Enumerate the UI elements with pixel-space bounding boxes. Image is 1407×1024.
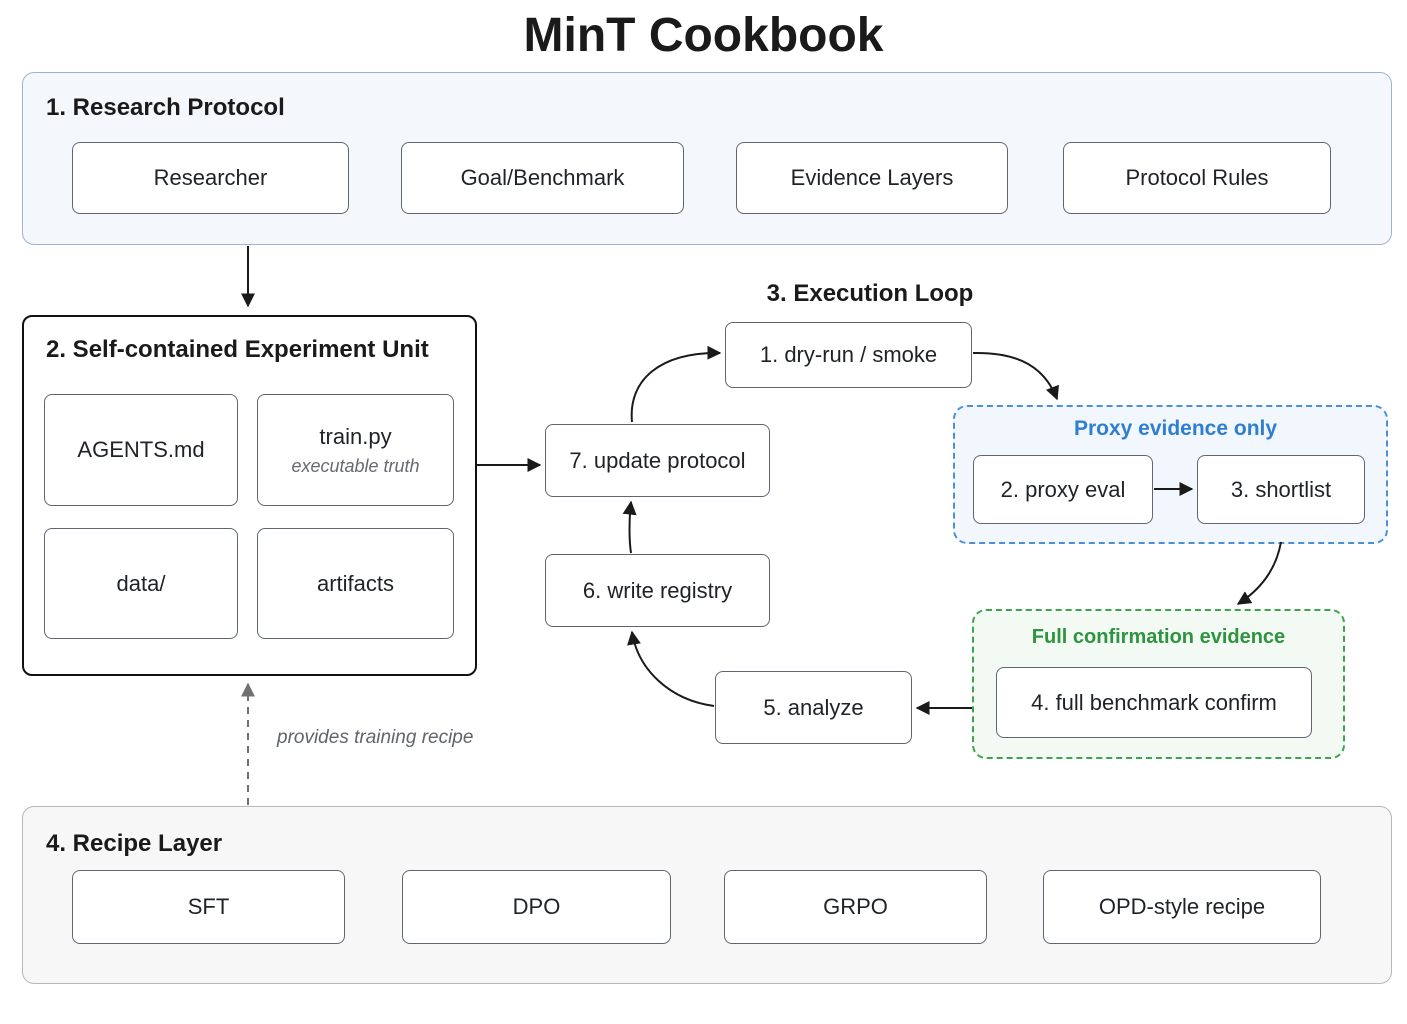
node-evidence-layers-label: Evidence Layers	[790, 165, 954, 190]
node-goal-benchmark-label: Goal/Benchmark	[460, 165, 625, 190]
arrow-update-protocol-to-dry-run	[630, 345, 722, 423]
step-update-protocol-label: 7. update protocol	[569, 447, 746, 473]
node-agents-md: AGENTS.md	[44, 394, 238, 506]
recipe-opd-style: OPD-style recipe	[1043, 870, 1321, 944]
step-update-protocol: 7. update protocol	[545, 424, 770, 497]
full-confirmation-group-title: Full confirmation evidence	[1031, 626, 1286, 648]
arrow-write-registry-to-update-protocol	[622, 500, 637, 554]
recipe-grpo: GRPO	[724, 870, 987, 944]
node-train-py-label: train.py	[319, 423, 392, 449]
recipe-layer-title: 4. Recipe Layer	[46, 830, 223, 857]
node-protocol-rules: Protocol Rules	[1063, 142, 1331, 214]
node-researcher-label: Researcher	[153, 165, 268, 190]
recipe-opd-style-label: OPD-style recipe	[1098, 894, 1266, 919]
node-researcher: Researcher	[72, 142, 349, 214]
recipe-grpo-label: GRPO	[823, 894, 888, 919]
recipe-edge-label: provides training recipe	[277, 727, 474, 748]
step-write-registry: 6. write registry	[545, 554, 770, 627]
execution-loop-title: 3. Execution Loop	[766, 280, 974, 307]
node-data-dir-label: data/	[116, 570, 166, 596]
node-artifacts-label: artifacts	[316, 570, 395, 596]
step-write-registry-label: 6. write registry	[582, 577, 733, 603]
step-dry-run-smoke: 1. dry-run / smoke	[725, 322, 972, 388]
node-agents-md-label: AGENTS.md	[77, 437, 205, 462]
node-artifacts: artifacts	[257, 528, 454, 639]
arrow-analyze-to-write-registry	[627, 630, 715, 707]
node-data-dir: data/	[44, 528, 238, 639]
step-full-benchmark-confirm: 4. full benchmark confirm	[996, 667, 1312, 738]
recipe-dpo-label: DPO	[512, 894, 561, 919]
recipe-dpo: DPO	[402, 870, 671, 944]
node-protocol-rules-label: Protocol Rules	[1125, 165, 1269, 190]
arrow-shortlist-to-full	[1236, 541, 1282, 605]
step-shortlist-label: 3. shortlist	[1230, 476, 1332, 502]
proxy-evidence-group-title: Proxy evidence only	[1073, 417, 1278, 440]
step-proxy-eval-label: 2. proxy eval	[1000, 476, 1126, 502]
step-full-benchmark-confirm-label: 4. full benchmark confirm	[1031, 689, 1277, 715]
step-shortlist: 3. shortlist	[1197, 455, 1365, 524]
node-train-py-sublabel: executable truth	[291, 455, 420, 476]
step-proxy-eval: 2. proxy eval	[973, 455, 1153, 524]
step-analyze: 5. analyze	[715, 671, 912, 744]
recipe-sft: SFT	[72, 870, 345, 944]
node-train-py: train.py executable truth	[257, 394, 454, 506]
node-goal-benchmark: Goal/Benchmark	[401, 142, 684, 214]
diagram-title: MinT Cookbook	[523, 9, 884, 62]
arrow-dry-run-to-proxy	[972, 351, 1059, 401]
experiment-unit-title: 2. Self-contained Experiment Unit	[46, 336, 429, 363]
recipe-sft-label: SFT	[187, 894, 230, 919]
step-analyze-label: 5. analyze	[763, 694, 864, 720]
node-evidence-layers: Evidence Layers	[736, 142, 1008, 214]
research-protocol-title: 1. Research Protocol	[46, 94, 285, 121]
step-dry-run-smoke-label: 1. dry-run / smoke	[759, 342, 938, 367]
